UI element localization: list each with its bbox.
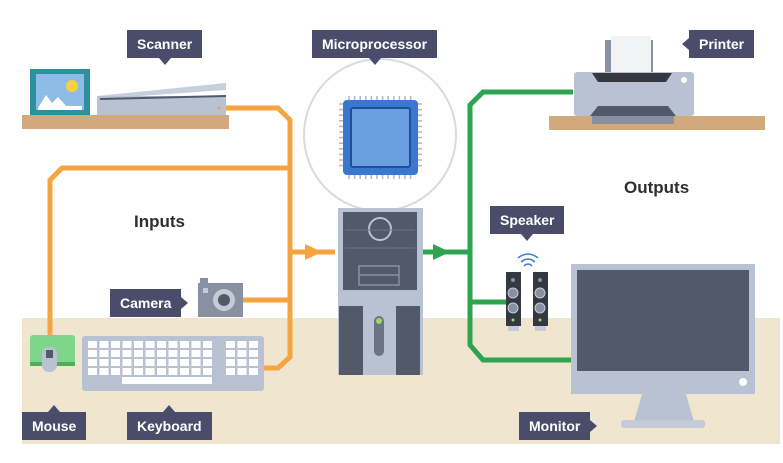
keypad-key	[226, 368, 235, 375]
mouse-wire	[47, 165, 290, 336]
keyboard-key	[157, 341, 166, 348]
keyboard-key	[88, 359, 97, 366]
input-arrow-icon	[305, 244, 322, 260]
keyboard-key	[122, 341, 132, 348]
keyboard-key	[99, 350, 109, 357]
keyboard-key	[99, 341, 109, 348]
left-shelf	[22, 115, 229, 129]
printer-label: Printer	[681, 30, 755, 58]
keyboard-key	[157, 368, 166, 375]
keyboard-key	[134, 341, 143, 348]
keyboard-key	[168, 341, 178, 348]
microprocessor-label: Microprocessor	[312, 30, 438, 65]
keypad-key	[226, 350, 235, 357]
mouse-label: Mouse	[22, 405, 87, 440]
scanner-wire	[226, 105, 293, 371]
camera-label: Camera	[110, 289, 189, 317]
monitor-label: Monitor	[519, 412, 598, 440]
keyboard-key	[168, 359, 178, 366]
outputs-heading: Outputs	[624, 178, 690, 197]
keyboard-key	[145, 368, 155, 375]
output-arrow-icon	[433, 244, 450, 260]
keyboard-key	[111, 341, 120, 348]
keyboard-key	[180, 359, 189, 366]
framed-picture	[30, 69, 90, 115]
keypad-key	[249, 368, 258, 375]
cpu-tower	[338, 208, 423, 375]
inputs-heading: Inputs	[134, 212, 185, 231]
keyboard-key	[134, 350, 143, 357]
keyboard-key	[88, 350, 97, 357]
keyboard-key	[122, 350, 132, 357]
keyboard-key	[88, 341, 97, 348]
keyboard-key	[168, 350, 178, 357]
printer-device	[574, 36, 694, 124]
keyboard-key	[88, 368, 97, 375]
scanner-device	[97, 83, 227, 115]
keyboard-key	[111, 359, 120, 366]
input-wires	[47, 105, 335, 371]
keyboard-key	[203, 350, 212, 357]
keyboard-key	[99, 368, 109, 375]
keyboard-key	[122, 368, 132, 375]
keypad-key	[226, 341, 235, 348]
keypad-key	[249, 350, 258, 357]
camera-device	[198, 278, 243, 317]
keyboard-label: Keyboard	[127, 405, 212, 440]
keyboard-key	[145, 350, 155, 357]
keyboard-device	[82, 336, 264, 391]
mouse-device	[30, 335, 75, 372]
keyboard-key	[134, 368, 143, 375]
keyboard-key	[157, 350, 166, 357]
keyboard-key	[191, 368, 201, 375]
keypad-key	[237, 341, 247, 348]
keyboard-key	[203, 341, 212, 348]
keyboard-key	[99, 359, 109, 366]
speaker-label: Speaker	[490, 206, 565, 241]
keyboard-key	[145, 359, 155, 366]
keyboard-key	[168, 368, 178, 375]
microprocessor-chip	[339, 96, 422, 179]
keypad-key	[237, 368, 247, 375]
scanner-label: Scanner	[127, 30, 203, 65]
keypad-key	[237, 359, 247, 366]
keyboard-key	[111, 368, 120, 375]
keyboard-key	[134, 359, 143, 366]
monitor-device	[571, 264, 755, 428]
keyboard-key	[122, 359, 132, 366]
keyboard-key	[191, 359, 201, 366]
keyboard-key	[203, 359, 212, 366]
keyboard-key	[180, 350, 189, 357]
keyboard-key	[191, 341, 201, 348]
keyboard-key	[111, 350, 120, 357]
keyboard-key	[180, 368, 189, 375]
keyboard-key	[180, 341, 189, 348]
keypad-key	[249, 359, 258, 366]
speaker-device	[506, 253, 548, 331]
printer-wire	[467, 89, 573, 363]
keyboard-key	[145, 341, 155, 348]
keypad-key	[226, 359, 235, 366]
keyboard-key	[191, 350, 201, 357]
keypad-key	[249, 341, 258, 348]
keyboard-key	[157, 359, 166, 366]
keypad-key	[237, 350, 247, 357]
keyboard-key	[203, 368, 212, 375]
